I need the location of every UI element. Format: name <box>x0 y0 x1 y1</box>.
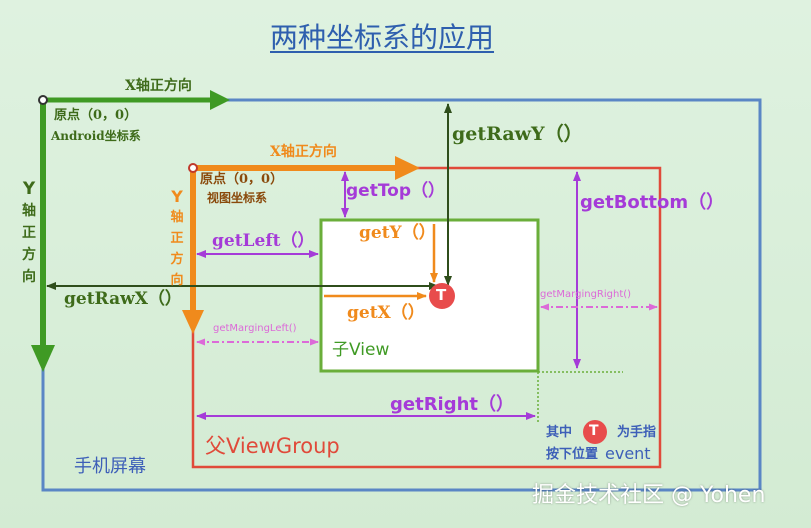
get-top-label: getTop（） <box>346 181 446 201</box>
screen-y-char: 方 <box>22 247 36 263</box>
diagram-title: 两种坐标系的应用 <box>270 21 495 54</box>
get-raw-x-label: getRawX（） <box>64 289 182 309</box>
get-x-label: getX（） <box>347 303 425 323</box>
viewgroup-x-axis-label: X轴正方向 <box>270 144 337 160</box>
get-marging-left-label: getMargingLeft() <box>213 323 297 334</box>
screen-y-char: 正 <box>22 225 36 241</box>
get-bottom-label: getBottom（） <box>580 192 725 213</box>
event-note-suffix: 为手指 <box>617 425 657 440</box>
viewgroup-y-char: Y <box>171 187 183 206</box>
viewgroup-y-char: 正 <box>170 231 184 246</box>
viewgroup-y-char: 轴 <box>170 210 184 225</box>
screen-origin-label: 原点（0，0） <box>54 108 138 123</box>
get-left-label: getLeft（） <box>212 231 315 251</box>
child-view-label: 子View <box>332 340 390 360</box>
viewgroup-y-axis-label: Y 轴 正 方 向 <box>166 186 188 291</box>
get-marging-right-label: getMargingRight() <box>540 289 632 300</box>
touch-point-letter: T <box>436 286 447 304</box>
viewgroup-coord-name: 视图坐标系 <box>207 191 268 205</box>
event-note-line2-a: 按下位置 <box>546 447 599 462</box>
screen-x-axis-arrow <box>210 90 230 110</box>
legend-marker-letter: T <box>589 423 599 439</box>
viewgroup-x-axis-arrow <box>395 156 420 180</box>
event-note-prefix: 其中 <box>546 425 573 440</box>
viewgroup-y-char: 方 <box>170 252 184 267</box>
legend-touch-marker <box>583 420 607 444</box>
viewgroup-y-char: 向 <box>170 273 184 288</box>
get-y-label: getY（） <box>359 223 436 243</box>
screen-x-axis-label: X轴正方向 <box>125 78 192 94</box>
screen-y-axis-arrow <box>31 345 55 372</box>
screen-y-char: Y <box>22 179 36 199</box>
screen-y-char: 向 <box>22 269 36 285</box>
get-raw-y-label: getRawY（） <box>452 123 583 145</box>
screen-origin-dot <box>38 95 48 105</box>
event-note-line2-b: event <box>605 444 651 463</box>
viewgroup-label: 父ViewGroup <box>205 434 340 458</box>
touch-point-marker <box>429 283 455 309</box>
viewgroup-origin-dot <box>188 163 198 173</box>
screen-coord-name: Android坐标系 <box>51 129 141 143</box>
screen-y-char: 轴 <box>22 203 36 219</box>
get-right-label: getRight（） <box>390 394 515 415</box>
screen-y-axis-label: Y 轴 正 方 向 <box>18 178 40 288</box>
viewgroup-y-axis-arrow <box>182 310 204 334</box>
screen-label: 手机屏幕 <box>74 456 146 477</box>
viewgroup-origin-label: 原点（0，0） <box>200 172 284 187</box>
watermark: 掘金技术社区 @ Yohen <box>532 483 766 508</box>
